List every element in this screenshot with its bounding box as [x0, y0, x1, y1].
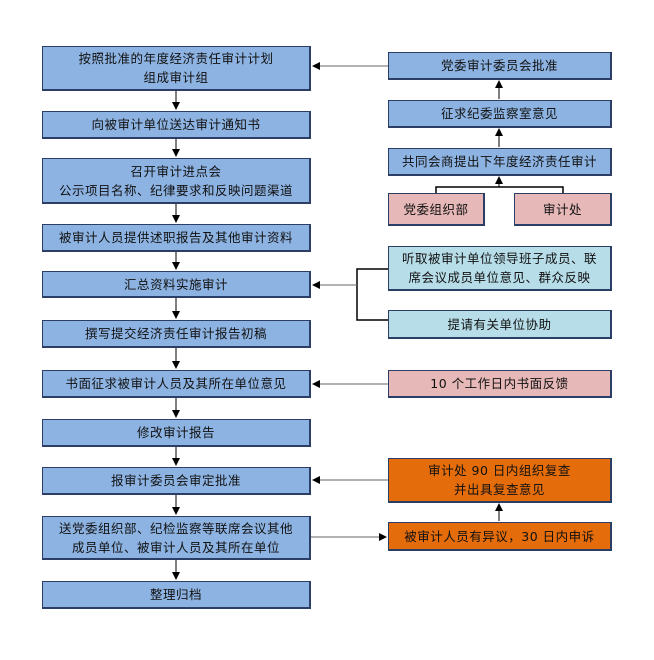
step-entry-meeting: 召开审计进点会 公示项目名称、纪律要求和反映问题渠道: [42, 158, 311, 204]
bracket-line: [356, 268, 388, 321]
step-provide-materials: 被审计人员提供述职报告及其他审计资料: [42, 224, 311, 252]
step-committee-approval: 报审计委员会审定批准: [42, 467, 311, 495]
step-send-notice: 向被审计单位送达审计通知书: [42, 111, 311, 139]
step-solicit-opinions: 书面征求被审计人员及其所在单位意见: [42, 370, 311, 398]
step-archive: 整理归档: [42, 581, 311, 609]
request-assistance: 提请有关单位协助: [388, 310, 612, 339]
step-revise-report: 修改审计报告: [42, 419, 311, 447]
step-distribute-report: 送党委组织部、纪检监察等联席会议其他 成员单位、被审计人员及其所在单位: [42, 516, 311, 560]
joint-proposal: 共同会商提出下年度经济责任审计: [388, 148, 612, 176]
step-draft-report: 撰写提交经济责任审计报告初稿: [42, 320, 311, 348]
review-within-90-days: 审计处 90 日内组织复查 并出具复查意见: [388, 458, 612, 503]
consult-discipline-office: 征求纪委监察室意见: [388, 100, 612, 128]
hear-opinions: 听取被审计单位领导班子成员、联 席会议成员单位意见、群众反映: [388, 246, 612, 291]
audit-office: 审计处: [514, 193, 612, 226]
appeal-within-30-days: 被审计人员有异议，30 日内申诉: [388, 522, 612, 551]
step-conduct-audit: 汇总资料实施审计: [42, 271, 311, 298]
party-committee-approval: 党委审计委员会批准: [388, 52, 612, 80]
written-feedback: 10 个工作日内书面反馈: [388, 370, 612, 398]
organization-department: 党委组织部: [388, 193, 485, 226]
step-form-audit-team: 按照批准的年度经济责任审计计划 组成审计组: [42, 46, 311, 91]
